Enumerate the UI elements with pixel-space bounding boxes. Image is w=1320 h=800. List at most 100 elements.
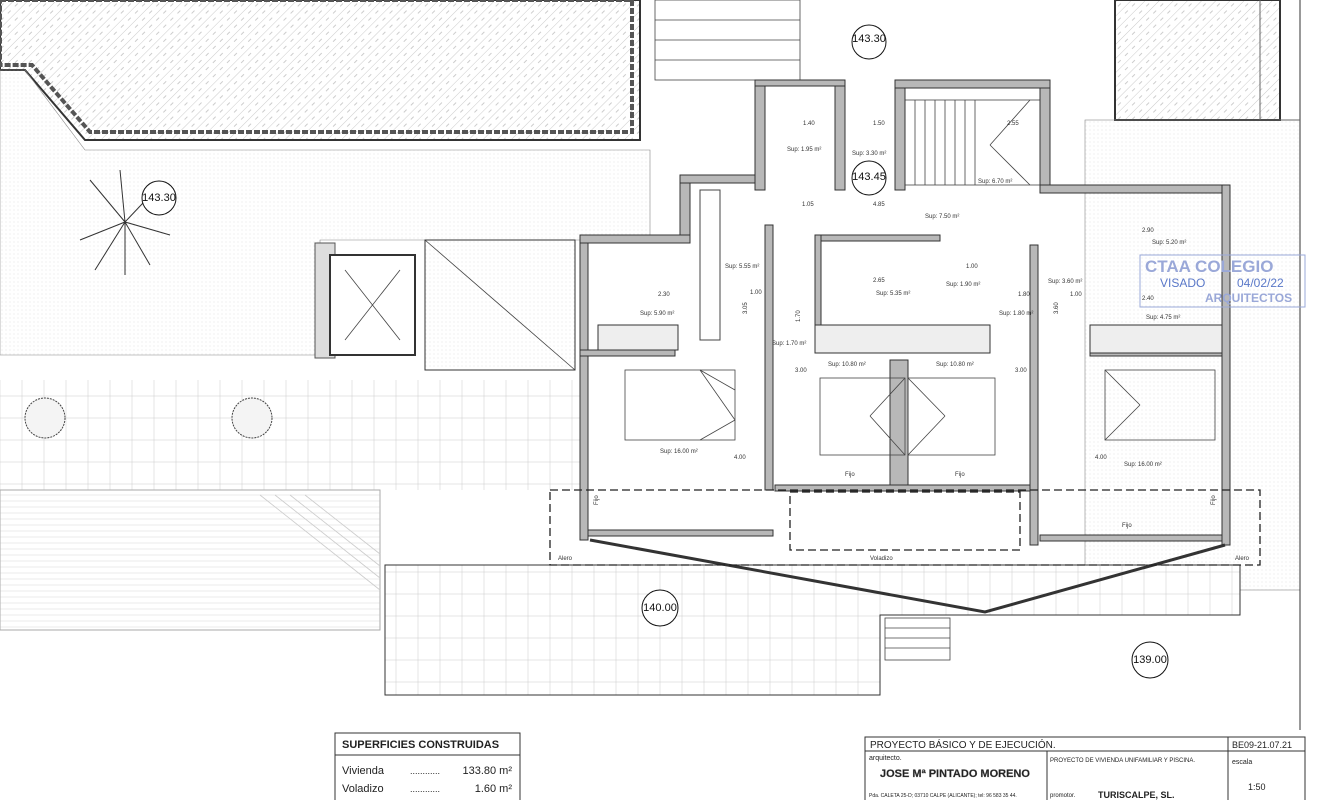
svg-text:CTAA COLEGIO: CTAA COLEGIO [1145, 257, 1273, 276]
svg-text:1.60 m²: 1.60 m² [475, 783, 513, 795]
svg-text:Fijo: Fijo [955, 472, 965, 478]
svg-text:133.80 m²: 133.80 m² [462, 765, 512, 777]
svg-text:Fijo: Fijo [1122, 523, 1132, 529]
terrace-top-right [1114, 0, 1281, 121]
boundary [1259, 0, 1300, 121]
skylight [314, 239, 576, 371]
svg-text:1.80: 1.80 [1018, 292, 1030, 298]
svg-text:JOSE Mª PINTADO MORENO: JOSE Mª PINTADO MORENO [880, 768, 1030, 780]
svg-text:3.00: 3.00 [1015, 368, 1027, 374]
svg-text:143.30: 143.30 [852, 33, 886, 45]
bed [624, 369, 736, 441]
svg-text:promotor.: promotor. [1050, 793, 1076, 799]
room-labels: Sup: 1.95 m² Sup: 3.30 m² Sup: 6.70 m² S… [640, 147, 1186, 468]
svg-text:Sup: 7.50 m²: Sup: 7.50 m² [925, 214, 959, 220]
svg-text:Voladizo: Voladizo [870, 556, 893, 562]
svg-text:Alero: Alero [558, 556, 573, 562]
stairs-top [654, 0, 801, 81]
stairs-bottom [884, 617, 951, 661]
svg-text:Pda. CALETA 25-D; 03710 CALPE: Pda. CALETA 25-D; 03710 CALPE (ALICANTE)… [869, 793, 1017, 799]
svg-text:SUPERFICIES CONSTRUIDAS: SUPERFICIES CONSTRUIDAS [342, 739, 499, 751]
svg-text:Fijo: Fijo [1211, 495, 1217, 505]
svg-text:4.85: 4.85 [873, 202, 885, 208]
svg-text:Sup: 5.90 m²: Sup: 5.90 m² [640, 311, 674, 317]
svg-text:Fijo: Fijo [594, 495, 600, 505]
svg-text:1.00: 1.00 [1070, 292, 1082, 298]
svg-text:escala: escala [1232, 759, 1252, 766]
wardrobe [699, 189, 721, 341]
svg-text:Sup: 5.20 m²: Sup: 5.20 m² [1152, 240, 1186, 246]
elevation-marker: 139.00 [1131, 641, 1169, 679]
elevation-marker: 143.30 [851, 24, 887, 60]
svg-text:1:50: 1:50 [1248, 782, 1266, 792]
elevation-marker: 140.00 [641, 589, 679, 627]
svg-text:1.00: 1.00 [966, 264, 978, 270]
title-block: PROYECTO BÁSICO Y DE EJECUCIÓN. BE09-21.… [864, 736, 1306, 800]
svg-text:............: ............ [410, 784, 440, 794]
svg-text:VISADO: VISADO [1160, 276, 1205, 290]
visado-stamp: CTAA COLEGIO VISADO 04/02/22 ARQUITECTOS [1139, 254, 1306, 308]
svg-text:3.60: 3.60 [1054, 302, 1060, 314]
svg-text:ARQUITECTOS: ARQUITECTOS [1205, 291, 1292, 305]
terrace-top-left [0, 0, 641, 141]
dimension-labels: 1.40 1.50 2.55 1.05 4.85 2.30 1.00 3.05 … [658, 121, 1154, 461]
svg-text:Sup: 1.90 m²: Sup: 1.90 m² [946, 282, 980, 288]
surfaces-table: SUPERFICIES CONSTRUIDAS Vivienda .......… [334, 732, 521, 800]
eaves-outline [549, 489, 1261, 566]
svg-text:3.00: 3.00 [795, 368, 807, 374]
svg-text:4.00: 4.00 [1095, 455, 1107, 461]
svg-text:PROYECTO DE VIVIENDA UNIFAMILI: PROYECTO DE VIVIENDA UNIFAMILIAR Y PISCI… [1050, 758, 1195, 764]
svg-text:140.00: 140.00 [643, 602, 677, 614]
svg-text:PROYECTO BÁSICO Y DE EJECUCIÓN: PROYECTO BÁSICO Y DE EJECUCIÓN. [870, 738, 1056, 751]
pool [0, 489, 381, 631]
elevation-marker: 143.30 [141, 180, 177, 216]
svg-text:1.00: 1.00 [750, 290, 762, 296]
svg-text:............: ............ [410, 766, 440, 776]
annotations: Fijo Fijo Fijo Fijo Fijo Alero Alero Vol… [558, 472, 1250, 562]
bush [231, 397, 273, 439]
svg-text:Vivienda: Vivienda [342, 765, 385, 777]
house-walls [579, 79, 1231, 546]
svg-text:3.05: 3.05 [743, 302, 749, 314]
svg-text:Alero: Alero [1235, 556, 1250, 562]
svg-text:Sup: 10.80 m²: Sup: 10.80 m² [828, 362, 866, 368]
roof-edge [589, 538, 1226, 614]
bush [24, 397, 66, 439]
svg-text:2.90: 2.90 [1142, 228, 1154, 234]
svg-text:BE09-21.07.21: BE09-21.07.21 [1232, 740, 1292, 750]
svg-text:2.30: 2.30 [658, 292, 670, 298]
svg-text:Sup: 1.95 m²: Sup: 1.95 m² [787, 147, 821, 153]
bed [907, 377, 996, 456]
svg-text:Sup: 16.00 m²: Sup: 16.00 m² [660, 449, 698, 455]
svg-text:143.45: 143.45 [852, 171, 886, 183]
lower-terrace [384, 564, 1241, 696]
svg-text:2.55: 2.55 [1007, 121, 1019, 127]
svg-text:Sup: 1.80 m²: Sup: 1.80 m² [999, 311, 1033, 317]
svg-text:04/02/22: 04/02/22 [1237, 276, 1284, 290]
svg-text:Sup: 3.30 m²: Sup: 3.30 m² [852, 151, 886, 157]
svg-text:Sup: 6.70 m²: Sup: 6.70 m² [978, 179, 1012, 185]
svg-text:Sup: 5.35 m²: Sup: 5.35 m² [876, 291, 910, 297]
svg-text:2.40: 2.40 [1142, 296, 1154, 302]
svg-text:1.50: 1.50 [873, 121, 885, 127]
svg-text:139.00: 139.00 [1133, 654, 1167, 666]
svg-text:Sup: 3.60 m²: Sup: 3.60 m² [1048, 279, 1082, 285]
svg-text:1.70: 1.70 [796, 310, 802, 322]
svg-text:1.40: 1.40 [803, 121, 815, 127]
svg-text:4.00: 4.00 [734, 455, 746, 461]
svg-text:1.05: 1.05 [802, 202, 814, 208]
svg-text:TURISCALPE, SL.: TURISCALPE, SL. [1098, 790, 1175, 800]
bed [819, 377, 906, 456]
paving [0, 380, 580, 490]
svg-text:143.30: 143.30 [142, 192, 176, 204]
svg-text:Sup: 5.55 m²: Sup: 5.55 m² [725, 264, 759, 270]
cantilever-outline [789, 491, 1021, 551]
svg-text:arquitecto.: arquitecto. [869, 755, 902, 762]
pool-steps [259, 494, 381, 591]
svg-text:Sup: 16.00 m²: Sup: 16.00 m² [1124, 462, 1162, 468]
bed [1104, 369, 1216, 441]
svg-text:2.65: 2.65 [873, 278, 885, 284]
svg-text:Voladizo: Voladizo [342, 783, 384, 795]
svg-text:Sup: 4.75 m²: Sup: 4.75 m² [1146, 315, 1180, 321]
